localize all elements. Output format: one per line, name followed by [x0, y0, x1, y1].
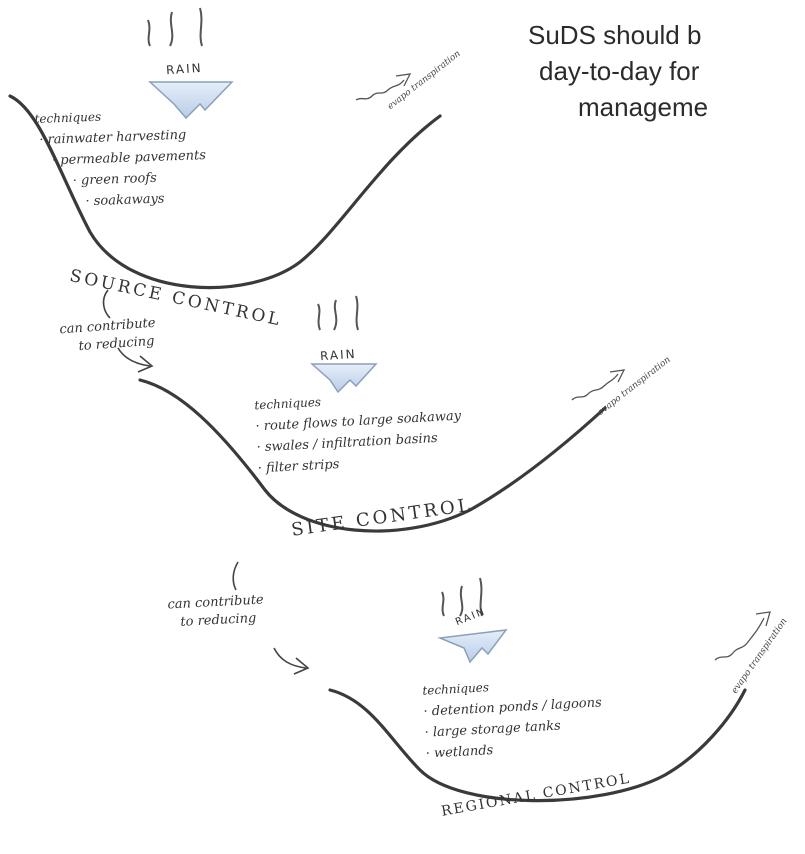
rain-label: RAIN — [165, 60, 204, 78]
techniques-list: techniques · detention ponds / lagoons ·… — [422, 671, 605, 764]
rain-arrow-icon — [437, 577, 508, 664]
rain-arrow-icon — [147, 7, 234, 120]
rain-arrow-icon — [310, 295, 378, 394]
evapotranspiration-arrow-icon — [571, 369, 626, 401]
site-control-valley — [138, 378, 607, 533]
evapotranspiration-arrow-icon — [714, 611, 771, 661]
source-control-valley — [8, 94, 442, 290]
technique-item: · soakaways — [85, 191, 165, 210]
techniques-list: techniques · route flows to large soakaw… — [254, 385, 464, 480]
contribute-label: can contribute to reducing — [167, 592, 265, 633]
contribute-arrow-icon — [102, 289, 154, 373]
evapotranspiration-arrow-icon — [355, 73, 412, 101]
contribute-arrow-icon — [232, 561, 310, 675]
contribute-label: can contribute to reducing — [59, 315, 158, 358]
rain-label: RAIN — [319, 346, 358, 364]
heading-line-2: day-to-day for — [539, 56, 700, 86]
heading-line-1: SuDS should b — [528, 20, 702, 50]
regional-control-valley — [328, 688, 747, 803]
heading-line-3: manageme — [578, 92, 709, 122]
techniques-list: techniques · rainwater harvesting · perm… — [34, 103, 208, 214]
